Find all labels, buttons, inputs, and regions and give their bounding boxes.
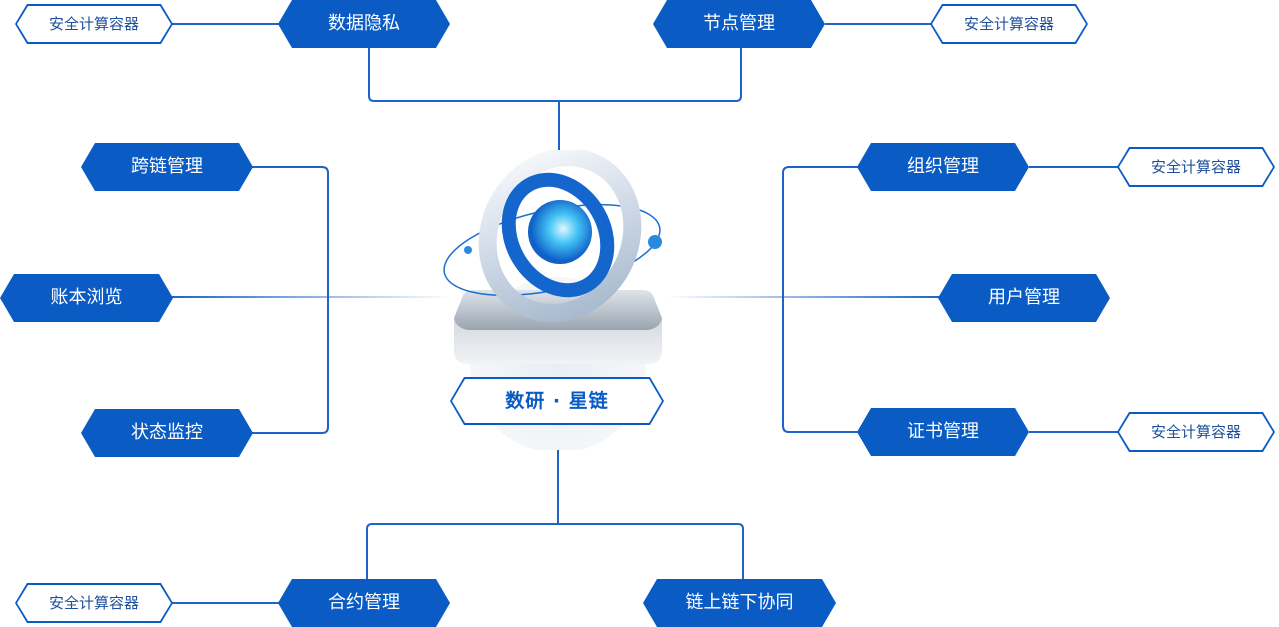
- tag-secure-container-3[interactable]: 安全计算容器: [1117, 147, 1275, 187]
- tag-secure-container-label: 安全计算容器: [1119, 149, 1273, 185]
- node-node-management[interactable]: 节点管理: [653, 0, 825, 48]
- node-contract-management[interactable]: 合约管理: [278, 579, 450, 627]
- tag-secure-container-5[interactable]: 安全计算容器: [15, 583, 173, 623]
- node-user-management[interactable]: 用户管理: [938, 274, 1110, 322]
- tag-secure-container-4[interactable]: 安全计算容器: [1117, 412, 1275, 452]
- tag-secure-container-label: 安全计算容器: [1119, 414, 1273, 450]
- connector-bottom: [366, 523, 744, 579]
- hub-orbit-dot-small: [464, 246, 472, 254]
- connector-left-horizontal: [172, 296, 452, 298]
- node-cert-management[interactable]: 证书管理: [857, 408, 1029, 456]
- node-org-management[interactable]: 组织管理: [857, 143, 1029, 191]
- tag-secure-container-label: 安全计算容器: [17, 6, 171, 42]
- node-onchain-offchain[interactable]: 链上链下协同: [643, 579, 836, 627]
- node-ledger-browse[interactable]: 账本浏览: [0, 274, 173, 322]
- connector-right-horizontal: [665, 296, 940, 298]
- hub-inner-ring: [501, 172, 615, 298]
- connector-top: [368, 48, 742, 102]
- hub-orbit-dot-large: [648, 235, 662, 249]
- hub-label-frame: 数研 · 星链: [450, 377, 664, 425]
- tag-secure-container-label: 安全计算容器: [17, 585, 171, 621]
- node-status-monitor[interactable]: 状态监控: [81, 409, 253, 457]
- hub-core: [528, 200, 592, 264]
- connector-right-bracket: [782, 166, 858, 433]
- node-cross-chain[interactable]: 跨链管理: [81, 143, 253, 191]
- hub-outer-ring: [478, 150, 642, 322]
- tag-secure-container-label: 安全计算容器: [932, 6, 1086, 42]
- tag-secure-container-2[interactable]: 安全计算容器: [930, 4, 1088, 44]
- hub-label: 数研 · 星链: [452, 379, 662, 423]
- node-data-privacy[interactable]: 数据隐私: [278, 0, 450, 48]
- tag-secure-container-1[interactable]: 安全计算容器: [15, 4, 173, 44]
- connector-left-bracket: [252, 166, 329, 434]
